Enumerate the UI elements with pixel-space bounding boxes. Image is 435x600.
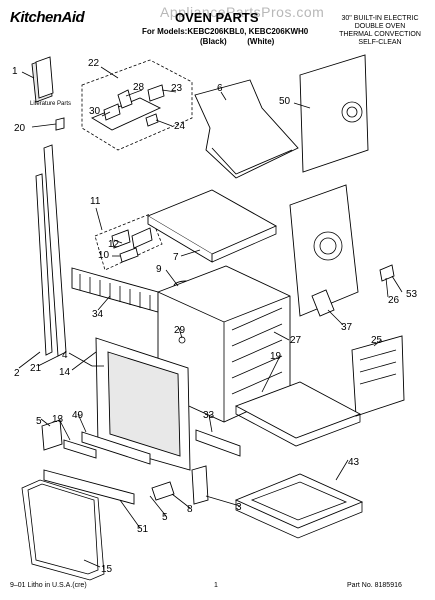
callout-8: 8 (187, 504, 193, 515)
callout-24: 24 (174, 121, 186, 132)
callout-21: 21 (30, 363, 42, 374)
callout-26: 26 (388, 295, 400, 306)
part-34-control-panel (71, 267, 159, 313)
part-37-bracket (311, 289, 335, 317)
part-6-top-duct (194, 79, 299, 179)
part-51-trim (43, 469, 135, 505)
callout-15: 15 (101, 564, 113, 575)
part-20-clip (55, 117, 65, 131)
footer-page-number: 1 (214, 582, 218, 589)
callout-43: 43 (348, 457, 360, 468)
callout-11: 11 (90, 196, 101, 207)
part-21-side-trim (35, 144, 67, 357)
part-13-trim (63, 439, 97, 459)
model-numbers: For Models:KEBC206KBL0, KEBC206KWH0 (142, 27, 309, 36)
part-literature (31, 56, 54, 103)
description-line: 30" BUILT-IN ELECTRIC (341, 15, 419, 22)
description-line: DOUBLE OVEN (354, 23, 406, 30)
callout-19: 19 (270, 351, 282, 362)
callout-50: 50 (279, 96, 291, 107)
part-33-trim (195, 429, 241, 457)
callout-4: 4 (62, 350, 68, 361)
callout-13: 13 (52, 414, 64, 425)
part-5-trim (41, 419, 63, 451)
part-8-bracket (151, 481, 175, 501)
callout-49: 49 (72, 410, 84, 421)
part-11-bracket-group (94, 213, 163, 271)
callout-5-lower: 5 (162, 512, 168, 523)
literature-parts-label: Literature Parts (30, 101, 72, 107)
callout-labels: 1 22 28 23 30 24 6 50 20 11 12 10 9 7 34… (12, 58, 418, 575)
callout-30: 30 (89, 106, 101, 117)
callout-23: 23 (171, 83, 183, 94)
footer-litho: 9–01 Litho in U.S.A.(cre) (10, 582, 87, 589)
leader-lines (18, 66, 403, 568)
variant-black: (Black) (200, 37, 227, 46)
footer-part-number: Part No. 8185916 (347, 582, 402, 589)
watermark: AppliancePartsPros.com (160, 4, 325, 20)
callout-9: 9 (156, 264, 162, 275)
description-line: SELF-CLEAN (358, 39, 402, 46)
variant-white: (White) (247, 37, 275, 46)
callout-2: 2 (14, 368, 20, 379)
callout-3: 3 (236, 502, 242, 513)
callout-10: 10 (98, 250, 110, 261)
appliance-description: 30" BUILT-IN ELECTRIC DOUBLE OVEN THERMA… (330, 15, 430, 47)
callout-12: 12 (108, 239, 120, 250)
callout-14: 14 (59, 367, 71, 378)
part-right-side-panel (289, 184, 359, 317)
callout-25: 25 (371, 335, 383, 346)
brand-logo: KitchenAid (10, 9, 85, 26)
callout-37: 37 (341, 322, 353, 333)
part-front-frame (95, 337, 191, 471)
callout-28: 28 (133, 82, 145, 93)
callout-34: 34 (92, 309, 104, 320)
callout-29: 29 (174, 325, 186, 336)
callout-6: 6 (217, 83, 223, 94)
callout-27: 27 (290, 335, 302, 346)
part-3-bracket (191, 465, 209, 505)
part-25-side-vent (351, 335, 405, 417)
part-43-bottom-tray (234, 473, 364, 539)
callout-5: 5 (36, 416, 42, 427)
callout-33: 33 (203, 410, 215, 421)
description-line: THERMAL CONVECTION (339, 31, 421, 38)
callout-7: 7 (173, 252, 179, 263)
part-7-top-cover (146, 189, 278, 263)
part-50-rear-panel (299, 54, 369, 173)
callout-53: 53 (406, 289, 418, 300)
model-variants: (Black) (White) (200, 37, 295, 46)
part-22-control-assembly (81, 59, 193, 151)
part-49-trim (81, 431, 151, 465)
callout-1: 1 (12, 66, 18, 77)
part-26-bracket (379, 264, 395, 282)
callout-51: 51 (137, 524, 149, 535)
part-15-gasket (21, 479, 105, 581)
page-title: OVEN PARTS (175, 10, 259, 25)
part-19-bottom-panel (234, 381, 362, 447)
callout-22: 22 (88, 58, 100, 69)
callout-20: 20 (14, 123, 26, 134)
